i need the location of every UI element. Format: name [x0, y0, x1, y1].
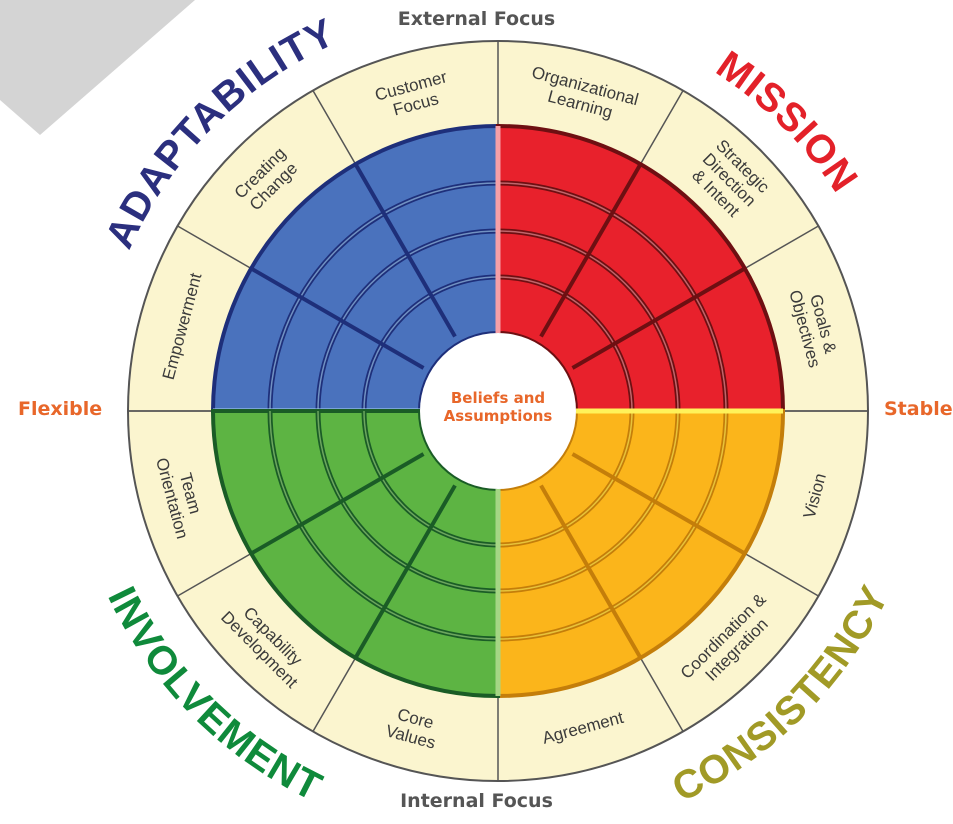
trait-divider — [744, 225, 819, 270]
ring-highlight — [317, 410, 499, 592]
axis-label-flexible: Flexible — [18, 398, 103, 420]
ring-highlight — [269, 182, 499, 412]
quadrant-layer — [210, 123, 786, 699]
trait-separator — [250, 452, 425, 556]
axis-label-internal-focus: Internal Focus — [400, 790, 553, 812]
quadrant-consistency — [496, 408, 786, 699]
trait-divider — [312, 90, 357, 165]
trait-divider — [744, 552, 819, 597]
trait-separator — [539, 484, 643, 659]
quadrant-mission — [495, 123, 786, 413]
quadrant-adaptability — [210, 123, 500, 414]
center-circle — [420, 333, 576, 489]
ring-highlight — [497, 276, 633, 412]
axis-label-external-focus: External Focus — [397, 8, 556, 30]
trait-separator — [353, 484, 457, 659]
trait-separator — [571, 452, 746, 556]
trait-labels: OrganizationalLearningStrategicDirection… — [152, 63, 840, 753]
trait-separator — [571, 266, 746, 370]
ring-highlight — [497, 410, 727, 640]
trait-separator — [250, 266, 425, 370]
ring-highlight — [363, 276, 499, 412]
ring-highlight — [363, 410, 499, 546]
center-label-line2: Assumptions — [444, 407, 553, 425]
ring-highlight — [497, 410, 633, 546]
axis-label-stable: Stable — [884, 398, 953, 420]
trait-separator — [353, 163, 457, 338]
ring-highlight — [497, 230, 679, 412]
ring-highlight — [497, 182, 727, 412]
center-label-line1: Beliefs and — [451, 389, 545, 407]
ring-highlight — [317, 230, 499, 412]
trait-divider — [639, 657, 684, 732]
trait-divider — [639, 90, 684, 165]
corner-tab — [0, 0, 195, 135]
trait-separator — [539, 163, 643, 338]
trait-divider — [312, 657, 357, 732]
ring-highlight — [497, 410, 679, 592]
center-hub: Beliefs and Assumptions — [420, 333, 576, 489]
trait-divider — [177, 552, 252, 597]
trait-divider — [177, 225, 252, 270]
ring-highlight — [269, 410, 499, 640]
